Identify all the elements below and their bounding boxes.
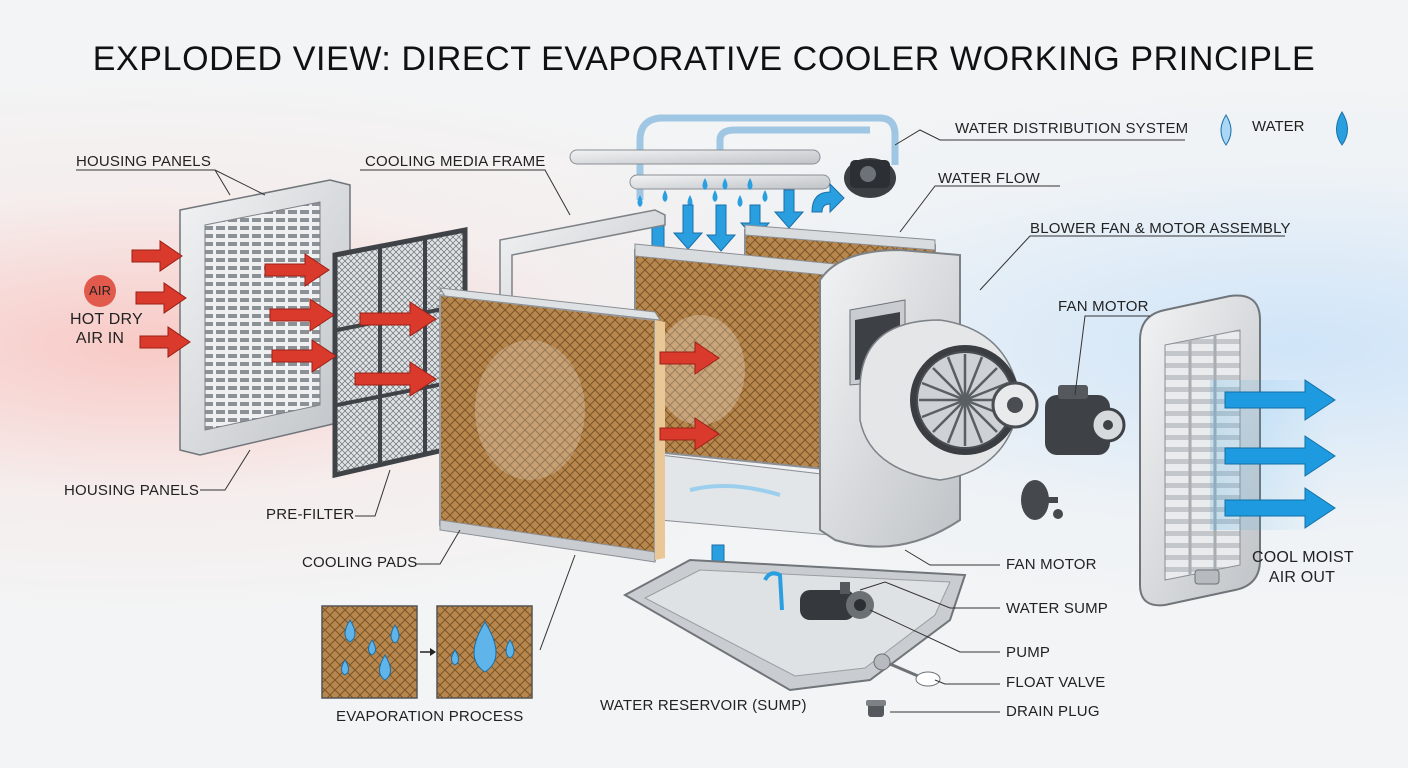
water-reservoir: [625, 560, 965, 690]
label-fan-motor-top: FAN MOTOR: [1058, 298, 1149, 315]
label-housing-panels-top: HOUSING PANELS: [76, 153, 211, 170]
blower-housing: [820, 250, 1037, 547]
label-housing-panels-bottom: HOUSING PANELS: [64, 482, 199, 499]
outlet-line-2: AIR OUT: [1252, 568, 1352, 588]
label-cooling-pads: COOLING PADS: [302, 554, 417, 571]
cool-moist-air-out-label: COOL MOIST AIR OUT: [1252, 548, 1352, 588]
cooling-pad-front: [440, 288, 665, 562]
label-pre-filter: PRE-FILTER: [266, 506, 354, 523]
distribution-pump: [844, 158, 896, 198]
hot-dry-air-in-label: HOT DRY AIR IN: [70, 310, 130, 348]
legend-water-label: WATER: [1252, 118, 1305, 135]
label-pump: PUMP: [1006, 644, 1050, 661]
label-water-sump: WATER SUMP: [1006, 600, 1108, 617]
label-evaporation-process: EVAPORATION PROCESS: [336, 708, 523, 725]
float-valve: [874, 654, 940, 686]
label-float-valve: FLOAT VALVE: [1006, 674, 1105, 691]
label-cooling-media-frame: COOLING MEDIA FRAME: [365, 153, 546, 170]
evaporation-inset: [322, 606, 532, 698]
drain-plug: [866, 700, 886, 717]
air-badge-label: AIR: [89, 283, 111, 298]
page-title: EXPLODED VIEW: DIRECT EVAPORATIVE COOLER…: [0, 40, 1408, 79]
label-drain-plug: DRAIN PLUG: [1006, 703, 1100, 720]
label-blower-fan-motor-assembly: BLOWER FAN & MOTOR ASSEMBLY: [1030, 220, 1291, 237]
label-water-reservoir: WATER RESERVOIR (SUMP): [600, 697, 807, 714]
label-fan-motor-bottom: FAN MOTOR: [1006, 556, 1097, 573]
outlet-line-1: COOL MOIST: [1252, 548, 1352, 568]
water-distribution-pipes: [570, 118, 895, 207]
inlet-line-1: HOT DRY: [70, 310, 130, 329]
label-water-flow: WATER FLOW: [938, 170, 1040, 187]
legend: WATER: [1220, 118, 1305, 135]
cool-air-arrows: [1210, 380, 1335, 530]
inlet-line-2: AIR IN: [70, 329, 130, 348]
label-water-distribution-system: WATER DISTRIBUTION SYSTEM: [955, 120, 1188, 137]
